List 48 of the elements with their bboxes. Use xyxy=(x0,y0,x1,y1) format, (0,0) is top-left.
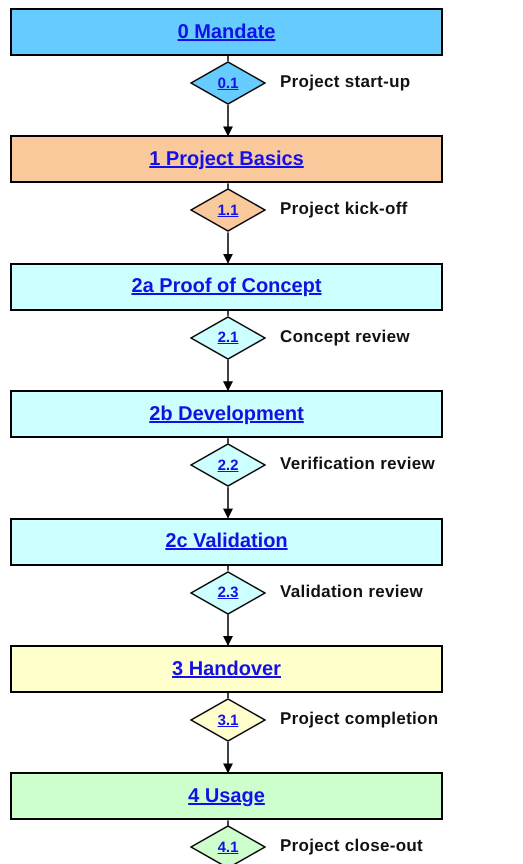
arrow xyxy=(223,232,233,264)
connector-line xyxy=(227,820,229,826)
phase-link: 2b Development xyxy=(149,402,304,426)
phase-box xyxy=(10,645,443,693)
milestone-diamond xyxy=(190,570,266,615)
milestone-label: Verification review xyxy=(280,454,435,474)
milestone-diamond xyxy=(190,188,266,232)
milestone-diamond xyxy=(190,61,266,105)
phase-box xyxy=(10,390,443,438)
connector-line xyxy=(227,693,229,698)
milestone-label: Validation review xyxy=(280,582,424,602)
milestone-label: Project kick-off xyxy=(280,199,408,220)
milestone-label: Project close-out xyxy=(280,836,424,856)
milestone-diamond xyxy=(190,825,266,864)
milestone-link: 1.1 xyxy=(218,202,238,219)
arrow xyxy=(223,105,233,136)
connector-line xyxy=(227,310,229,316)
phase-box xyxy=(10,518,443,566)
phase-box xyxy=(10,262,443,311)
connector-line xyxy=(227,183,229,188)
phase-box xyxy=(10,772,443,820)
arrow xyxy=(223,742,233,774)
arrow xyxy=(223,614,233,646)
milestone-label: Project completion xyxy=(280,709,438,729)
phase-link: 1 Project Basics xyxy=(149,148,304,171)
milestone-label: Project start-up xyxy=(280,72,410,92)
milestone-link: 2.2 xyxy=(218,456,238,474)
phase-box xyxy=(10,135,443,184)
connector-line xyxy=(227,566,229,571)
milestone-link: 2.1 xyxy=(218,329,238,346)
phase-link: 2a Proof of Concept xyxy=(131,275,322,298)
milestone-diamond xyxy=(190,316,266,360)
milestone-link: 2.3 xyxy=(218,584,238,602)
connector-line xyxy=(227,438,229,444)
phase-box xyxy=(10,8,443,56)
milestone-link: 0.1 xyxy=(218,74,238,92)
milestone-link: 4.1 xyxy=(218,838,238,856)
milestone-label: Concept review xyxy=(280,326,410,347)
phase-link: 3 Handover xyxy=(172,658,281,680)
milestone-link: 3.1 xyxy=(218,712,238,728)
phase-link: 0 Mandate xyxy=(178,20,276,44)
phase-link: 2c Validation xyxy=(165,530,288,554)
connector-line xyxy=(227,56,229,61)
arrow xyxy=(223,360,233,392)
milestone-diamond xyxy=(190,443,266,488)
milestone-diamond xyxy=(190,698,266,742)
arrow xyxy=(223,487,233,519)
phase-link: 4 Usage xyxy=(188,784,265,808)
